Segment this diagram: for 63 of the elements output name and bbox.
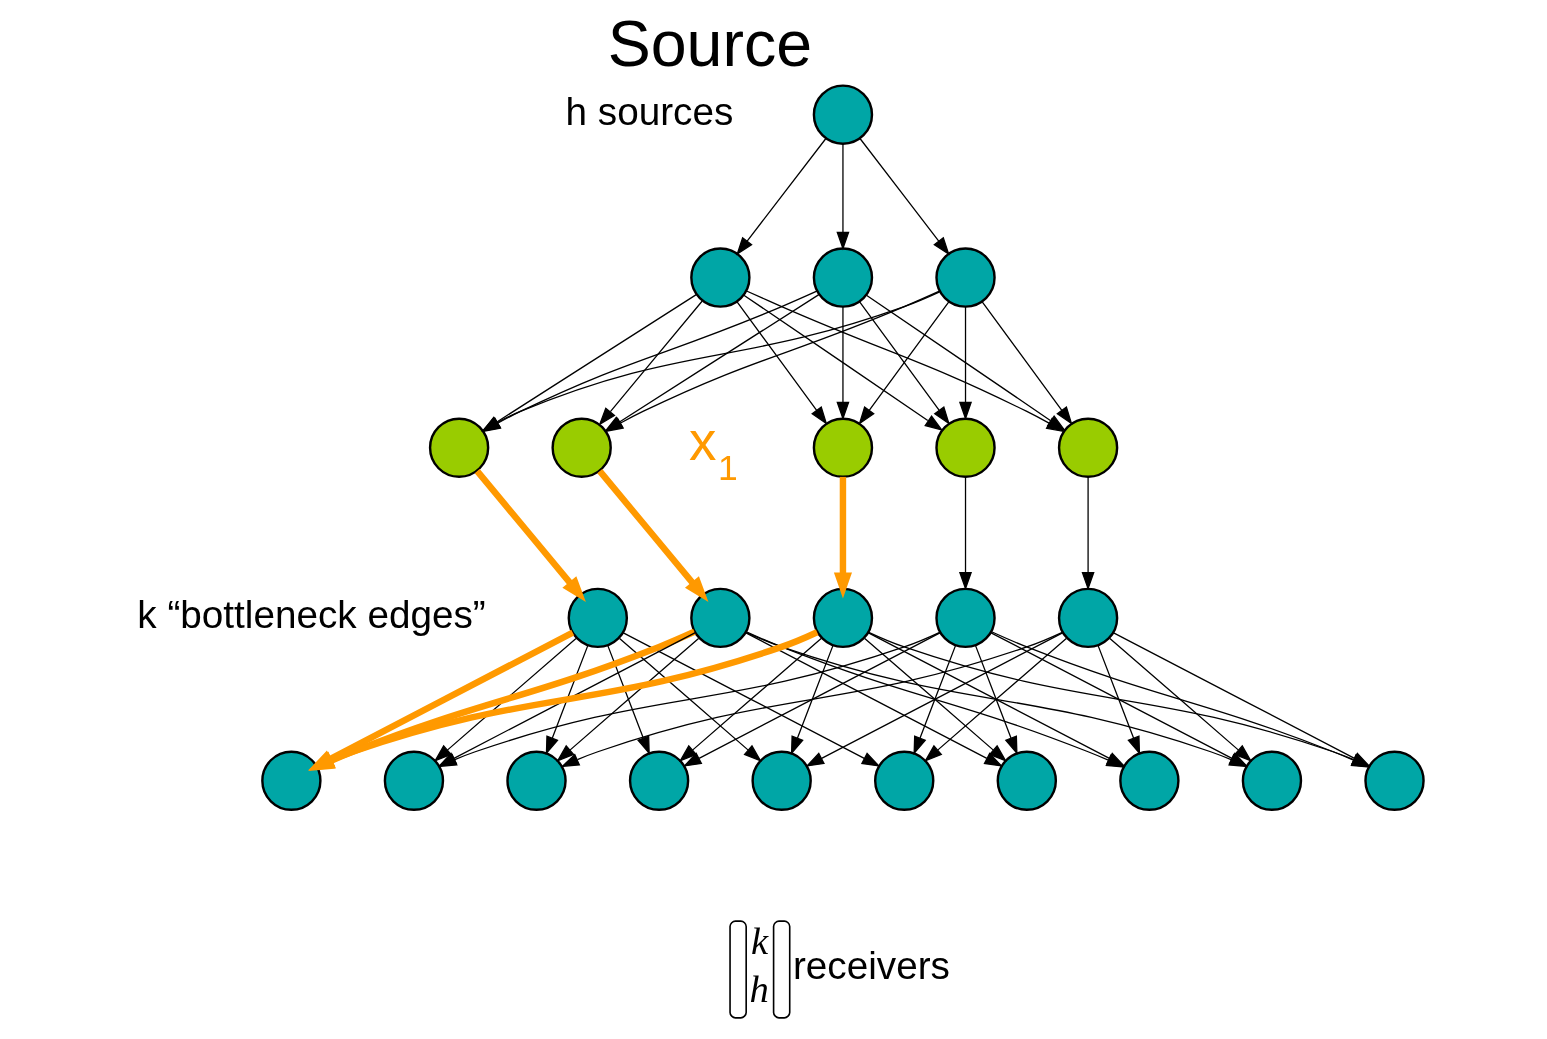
arrow [833,476,852,599]
node-circle [689,587,751,649]
arrow [1097,645,1140,756]
arrow [678,637,822,763]
node-circle [934,247,996,308]
node-circle [689,247,751,308]
arrow [555,637,699,763]
arrow [618,637,762,763]
label: k “bottleneck edges” [136,592,486,636]
node-circle [1057,417,1118,478]
arrow [863,637,1007,763]
node-circle [1241,750,1302,811]
arrow [621,631,881,767]
arrow [974,645,1018,756]
node-circle [934,417,996,478]
node-circle [873,750,934,811]
node-circle [812,84,873,145]
node-circle [812,587,873,649]
node-circle [750,750,812,811]
arrow [1081,476,1095,591]
arrow [912,645,956,756]
node-circle [812,417,873,478]
arrow [923,637,1067,763]
arrow [560,631,1063,768]
arrow [804,631,1064,767]
node-circle [505,750,567,811]
node-circle [628,750,689,811]
arrow [433,637,577,763]
label: k [750,919,768,962]
arrow [958,306,972,421]
arrow [474,469,586,602]
arrow [606,645,650,756]
arrow [545,645,588,756]
node-circle [260,750,322,811]
node-circle [934,587,996,649]
arrow [858,137,950,256]
node-circle [383,750,444,811]
node-circle [550,417,612,478]
arrow [744,631,1003,767]
label: x$_{1}$ [688,410,738,489]
arrow [598,300,703,426]
node-circle [996,750,1057,811]
arrow [682,631,941,767]
arrow [835,306,849,421]
node-circle [1057,587,1118,649]
arrow [742,294,943,431]
arrow [735,137,827,256]
arrow [790,645,833,756]
node-label: Source [607,8,812,81]
label: h sources [565,89,733,133]
arrow [958,476,972,591]
arrow [1108,637,1252,763]
node-circle [567,587,628,649]
arrow [980,301,1073,425]
arrow [835,143,849,251]
arrow [735,301,827,425]
node-circle [812,247,873,308]
node-circle [1118,750,1180,811]
label: h [748,968,769,1011]
arrow [596,469,708,602]
node-circle [428,417,489,478]
label: receivers [792,944,950,988]
node-circle [1363,750,1425,811]
